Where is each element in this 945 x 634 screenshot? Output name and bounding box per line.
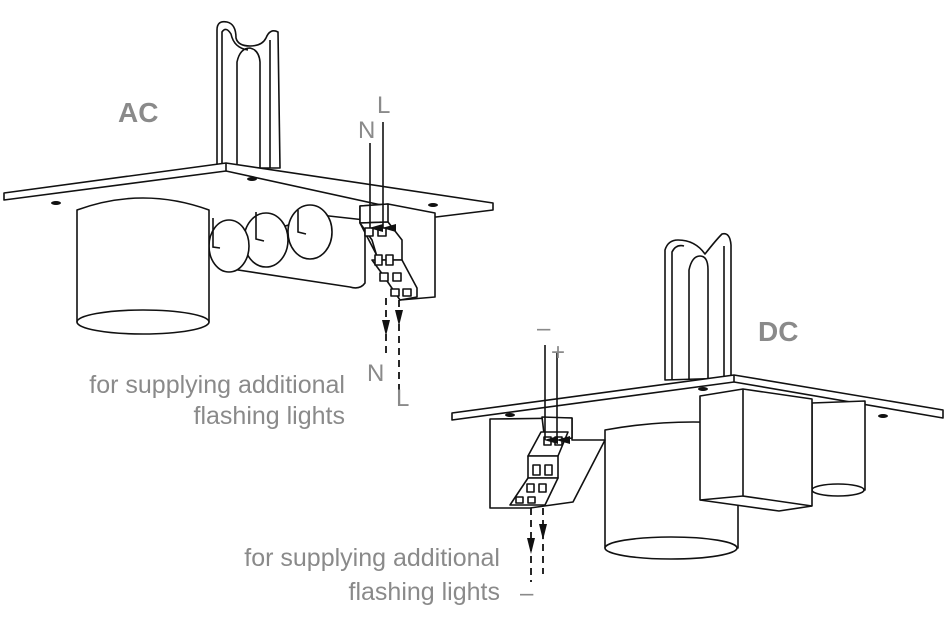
dc-input-minus-label: – — [537, 315, 551, 342]
ac-terminal-box — [359, 203, 436, 301]
dc-small-cylinder — [811, 400, 866, 497]
ac-output-l-label: L — [396, 385, 409, 412]
dc-output-arrows — [527, 508, 547, 582]
ac-input-n-label: N — [358, 117, 375, 144]
dc-power-box — [699, 388, 813, 512]
dc-output-minus-label: – — [520, 580, 534, 607]
ac-input-l-label: L — [377, 92, 390, 119]
ac-mounting-plate — [3, 162, 494, 218]
ac-caption-line1: for supplying additional — [89, 371, 345, 399]
dc-caption-line2: flashing lights — [349, 578, 500, 606]
dc-terminal-box — [489, 416, 606, 509]
dc-input-plus-label: + — [551, 339, 565, 366]
ac-output-n-label: N — [367, 360, 384, 387]
ac-unit: AC N L N L for supplying additional flas… — [3, 20, 494, 430]
dc-unit: DC – + – for supplying additional flashi… — [244, 232, 944, 607]
ac-output-arrows — [382, 298, 403, 400]
ac-lamp-cylinder — [76, 197, 210, 335]
ac-input-arrows — [369, 122, 396, 232]
ac-caption-line2: flashing lights — [194, 402, 345, 430]
dc-handle — [664, 232, 732, 381]
ac-capacitors — [208, 204, 366, 289]
dc-title: DC — [758, 316, 798, 347]
ac-handle — [216, 20, 281, 169]
ac-title: AC — [118, 97, 158, 128]
dc-mounting-plate — [451, 374, 944, 421]
dc-caption-line1: for supplying additional — [244, 544, 500, 572]
dc-input-arrows — [544, 345, 570, 444]
